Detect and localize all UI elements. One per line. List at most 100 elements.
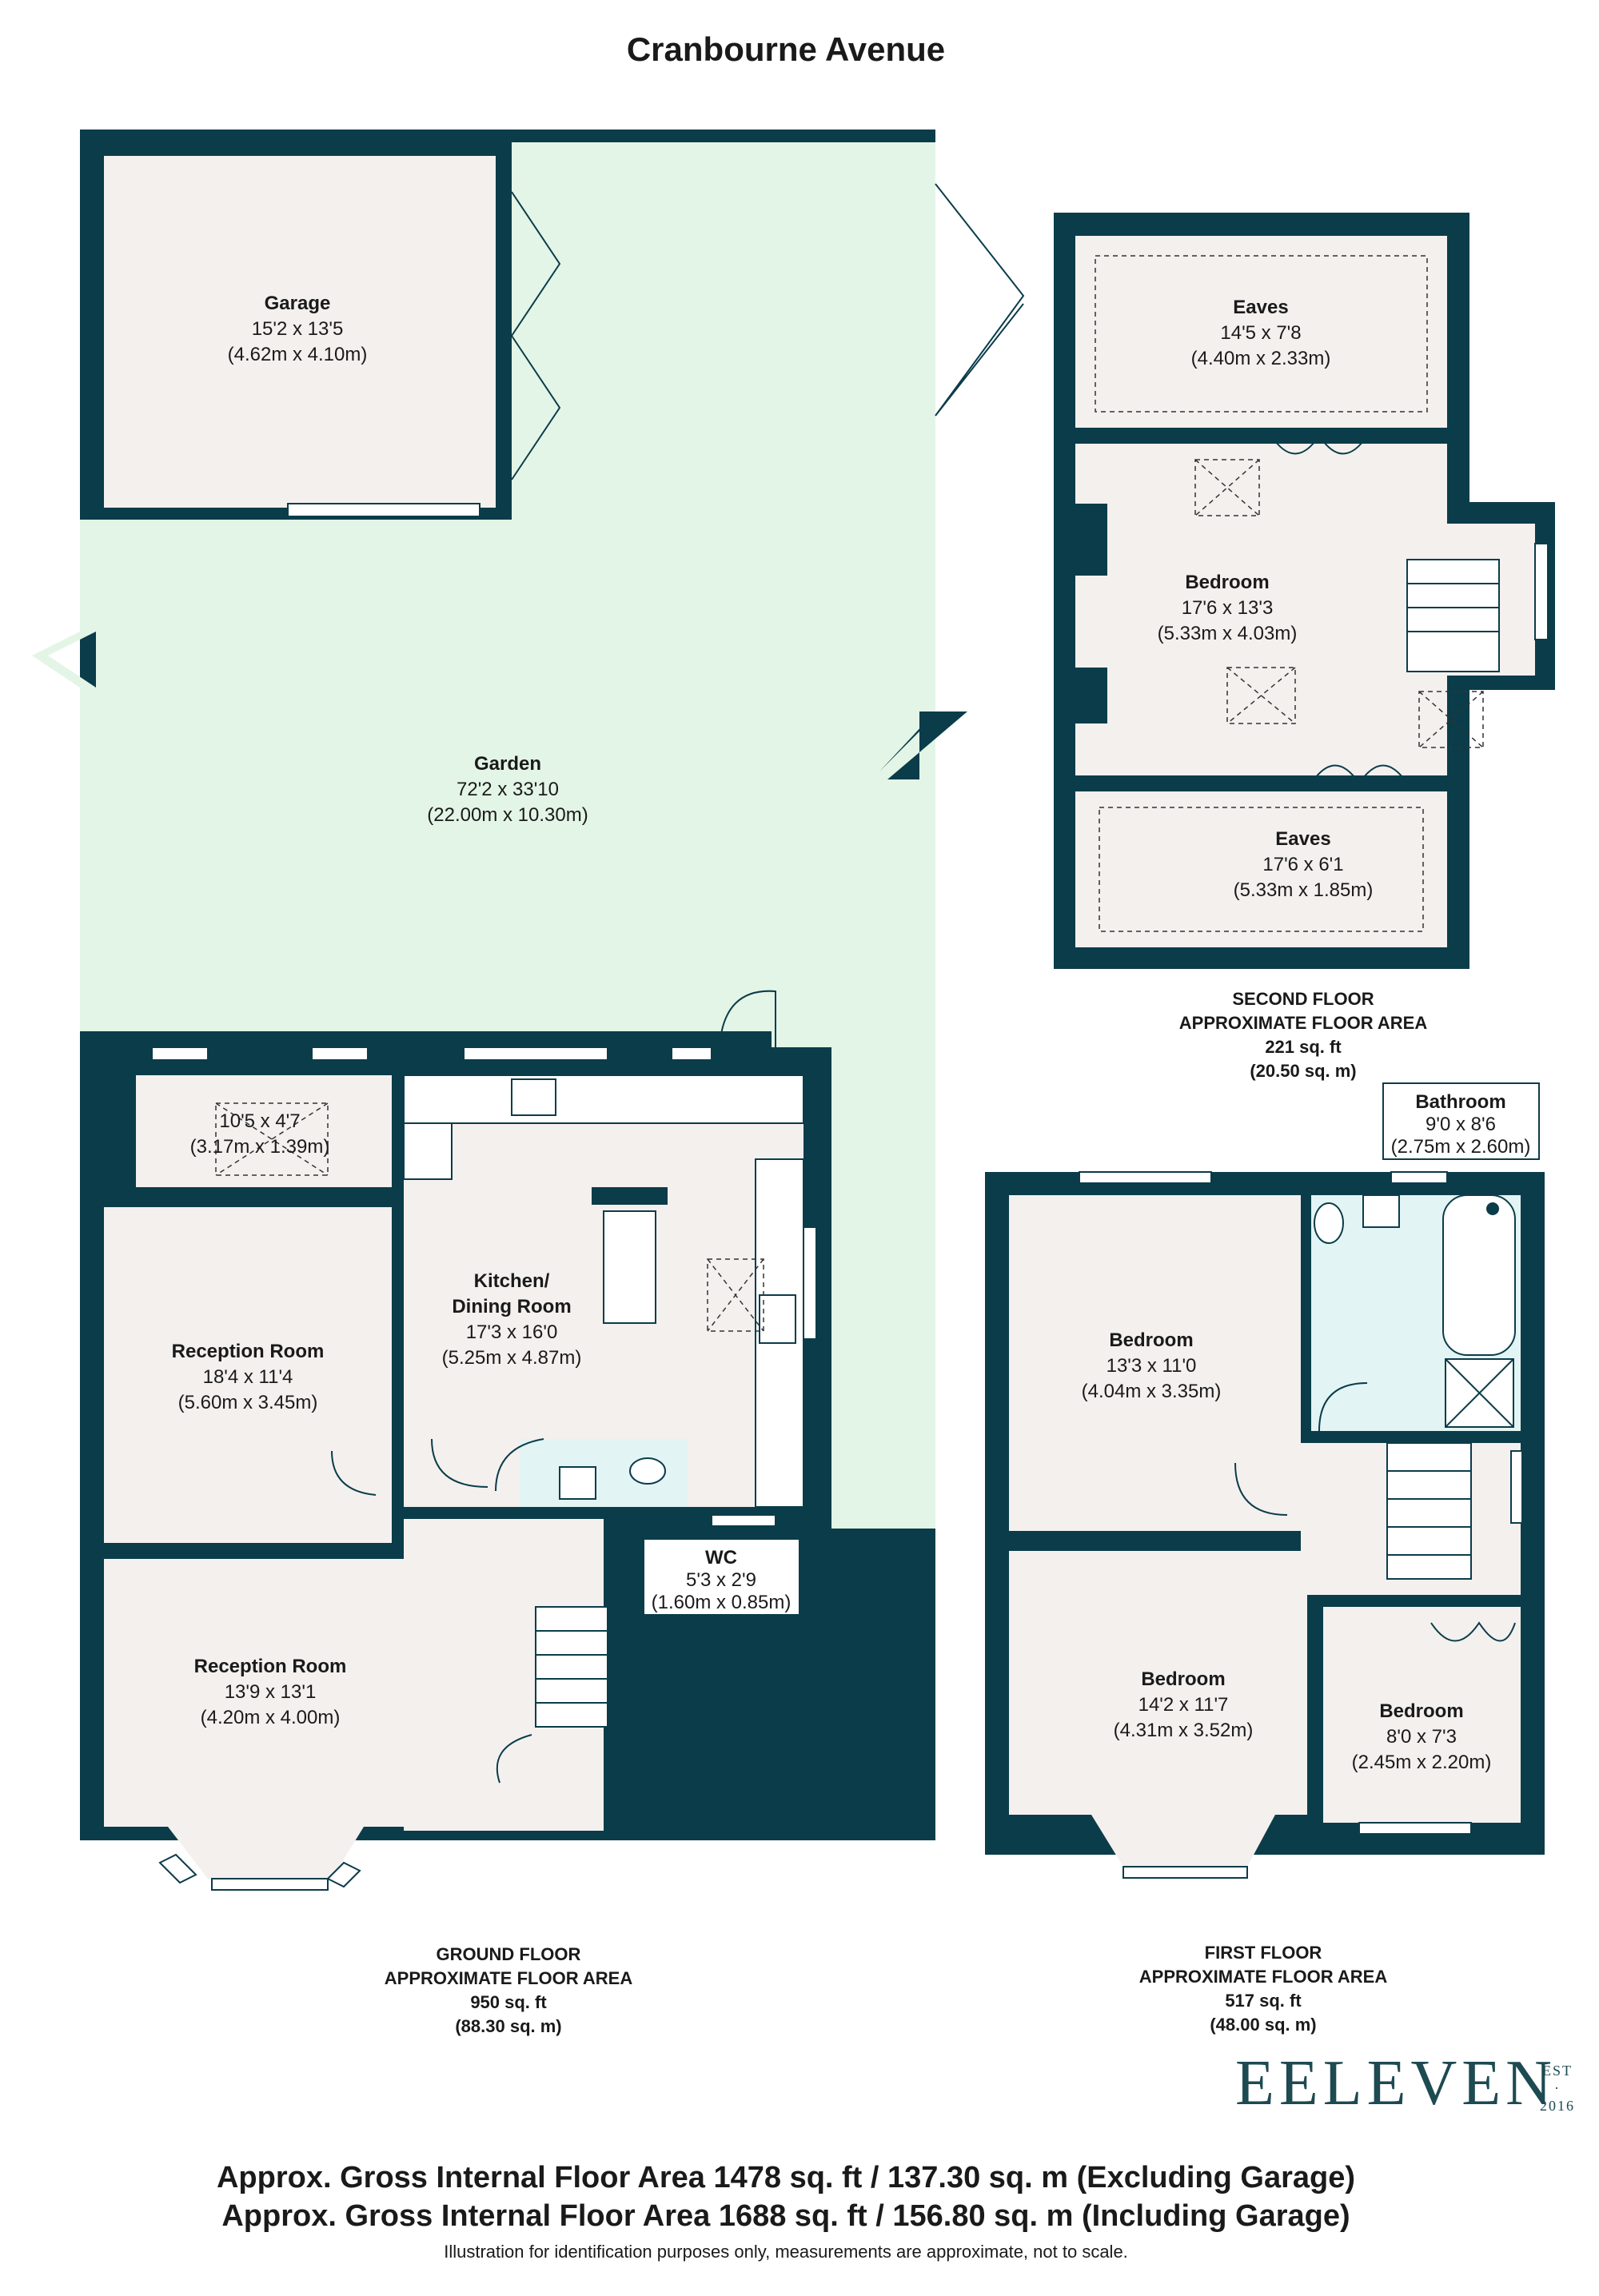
svg-text:(2.45m x 2.20m): (2.45m x 2.20m) <box>1352 1752 1492 1773</box>
svg-text:(22.00m x 10.30m): (22.00m x 10.30m) <box>427 804 588 826</box>
svg-text:17'3 x 16'0: 17'3 x 16'0 <box>466 1321 558 1343</box>
brand-logo: EELEVEN EST · 2016 <box>1235 2048 1573 2119</box>
brand-est: EST <box>1542 2063 1573 2079</box>
conservatory-window-left <box>151 1046 209 1061</box>
ground-floor: Garage 15'2 x 13'5 (4.62m x 4.10m) Garde… <box>32 130 1025 2036</box>
svg-text:(48.00 sq. m): (48.00 sq. m) <box>1210 2015 1316 2035</box>
bathroom-label: Bathroom 9'0 x 8'6 (2.75m x 2.60m) <box>1391 1091 1531 1158</box>
bathroom-toilet-icon <box>1314 1202 1344 1244</box>
landing-window <box>1510 1450 1523 1524</box>
svg-text:14'2 x 11'7: 14'2 x 11'7 <box>1138 1694 1229 1716</box>
wc-basin-icon <box>559 1466 596 1500</box>
brand-dot: · <box>1554 2080 1561 2096</box>
conservatory-window-right <box>311 1046 369 1061</box>
svg-text:(4.40m x 2.33m): (4.40m x 2.33m) <box>1191 348 1331 369</box>
chimney-breast <box>592 1187 668 1205</box>
conservatory-skylight <box>215 1102 329 1176</box>
svg-text:9'0 x 8'6: 9'0 x 8'6 <box>1426 1114 1496 1135</box>
bathroom-door[interactable] <box>1318 1382 1368 1432</box>
wc-door[interactable] <box>495 1438 544 1492</box>
garden-left-edge <box>32 520 96 1031</box>
svg-text:10'5 x 4'7: 10'5 x 4'7 <box>219 1110 300 1132</box>
kitchen-worktop-top <box>403 1074 804 1124</box>
svg-text:517 sq. ft: 517 sq. ft <box>1225 1991 1302 2011</box>
svg-text:Reception Room: Reception Room <box>172 1341 325 1362</box>
svg-text:17'6 x 13'3: 17'6 x 13'3 <box>1182 597 1274 619</box>
svg-text:Reception Room: Reception Room <box>194 1656 347 1677</box>
svg-text:Bathroom: Bathroom <box>1415 1091 1505 1113</box>
bedroom-front-floor <box>1009 1551 1307 1867</box>
svg-text:(2.75m x 2.60m): (2.75m x 2.60m) <box>1391 1136 1531 1158</box>
bedroom-small-wardrobe[interactable] <box>1430 1621 1516 1642</box>
svg-text:Bedroom: Bedroom <box>1141 1668 1225 1690</box>
bedroom-rear-label: Bedroom 13'3 x 11'0 (4.04m x 3.35m) <box>1082 1329 1222 1402</box>
svg-text:(88.30 sq. m): (88.30 sq. m) <box>455 2016 561 2036</box>
svg-text:(5.33m x 4.03m): (5.33m x 4.03m) <box>1158 623 1298 644</box>
first-floor-staircase <box>1386 1442 1472 1580</box>
garage-doors[interactable] <box>511 191 561 480</box>
svg-text:Bedroom: Bedroom <box>1185 572 1269 593</box>
svg-text:Eaves: Eaves <box>1275 828 1330 850</box>
second-bedroom-label: Bedroom 17'6 x 13'3 (5.33m x 4.03m) <box>1158 572 1298 644</box>
eaves-bottom-floor <box>1075 791 1447 947</box>
front-door[interactable] <box>496 1734 532 1784</box>
garden-right-edge <box>887 712 967 779</box>
svg-text:Dining Room: Dining Room <box>452 1296 571 1317</box>
kitchen-hall-door[interactable] <box>431 1438 488 1488</box>
svg-text:(1.60m x 0.85m): (1.60m x 0.85m) <box>652 1592 792 1613</box>
kitchen-side-window <box>803 1226 817 1340</box>
reception-rear-floor <box>104 1207 392 1543</box>
bay-window-left <box>158 1853 197 1884</box>
second-floor-area-label: SECOND FLOOR APPROXIMATE FLOOR AREA 221 … <box>1179 989 1428 1081</box>
bedroom-rear-floor <box>1009 1195 1301 1531</box>
svg-text:WC: WC <box>705 1547 737 1569</box>
sink-icon <box>511 1078 556 1116</box>
svg-text:72'2 x 33'10: 72'2 x 33'10 <box>457 779 559 800</box>
svg-text:5'3 x 2'9: 5'3 x 2'9 <box>686 1569 756 1591</box>
svg-text:Bedroom: Bedroom <box>1379 1700 1463 1722</box>
svg-text:8'0 x 7'3: 8'0 x 7'3 <box>1386 1726 1457 1748</box>
garden-gate[interactable] <box>935 183 1025 417</box>
svg-text:(3.17m x 1.39m): (3.17m x 1.39m) <box>190 1136 330 1158</box>
eaves-bottom-doors[interactable] <box>1310 764 1408 785</box>
hob-icon <box>759 1294 796 1344</box>
skylight-1 <box>1194 459 1260 516</box>
kitchen-skylight <box>707 1258 764 1332</box>
garage-window <box>287 503 480 517</box>
svg-text:13'9 x 13'1: 13'9 x 13'1 <box>225 1681 317 1703</box>
kitchen-window-small <box>671 1046 712 1061</box>
svg-text:Kitchen/: Kitchen/ <box>474 1270 550 1292</box>
kitchen-garden-door[interactable] <box>719 990 776 1048</box>
svg-text:SECOND FLOOR: SECOND FLOOR <box>1232 989 1374 1009</box>
wc-window <box>711 1514 776 1527</box>
conservatory-french-doors[interactable] <box>211 1034 313 1055</box>
svg-text:(5.33m x 1.85m): (5.33m x 1.85m) <box>1234 879 1374 901</box>
wc-label: WC 5'3 x 2'9 (1.60m x 0.85m) <box>652 1547 792 1613</box>
total-area-excluding: Approx. Gross Internal Floor Area 1478 s… <box>217 2161 1355 2194</box>
bedroom-small-floor <box>1323 1607 1521 1823</box>
bedroom-front-label: Bedroom 14'2 x 11'7 (4.31m x 3.52m) <box>1114 1668 1254 1741</box>
bedroom-rear-door[interactable] <box>1234 1462 1288 1516</box>
wc-label-box <box>643 1538 800 1616</box>
garage-label: Garage 15'2 x 13'5 (4.62m x 4.10m) <box>228 293 368 365</box>
svg-text:APPROXIMATE FLOOR AREA: APPROXIMATE FLOOR AREA <box>1179 1013 1428 1033</box>
wardrobe-1 <box>1009 1447 1041 1519</box>
bay-window-right <box>326 1861 361 1888</box>
svg-text:(4.31m x 3.52m): (4.31m x 3.52m) <box>1114 1720 1254 1741</box>
bathtub-icon <box>1442 1194 1516 1356</box>
svg-text:(4.20m x 4.00m): (4.20m x 4.00m) <box>201 1707 341 1728</box>
bedroom-front-bay-window <box>1122 1866 1248 1879</box>
bathroom-label-box <box>1382 1082 1540 1160</box>
reception-rear-label: Reception Room 18'4 x 11'4 (5.60m x 3.45… <box>172 1341 325 1413</box>
eaves-bottom-label: Eaves 17'6 x 6'1 (5.33m x 1.85m) <box>1234 828 1374 901</box>
eaves-top-doors[interactable] <box>1270 434 1368 455</box>
svg-text:14'5 x 7'8: 14'5 x 7'8 <box>1220 322 1301 344</box>
svg-text:(5.25m x 4.87m): (5.25m x 4.87m) <box>442 1347 582 1369</box>
bedroom-rear-window <box>1079 1171 1212 1184</box>
bedroom-small-window <box>1358 1822 1472 1835</box>
bay-window-front <box>211 1878 329 1891</box>
brand-name: EELEVEN <box>1235 2048 1557 2119</box>
garden-area <box>96 142 935 1529</box>
svg-text:(4.04m x 3.35m): (4.04m x 3.35m) <box>1082 1381 1222 1402</box>
reception-rear-door[interactable] <box>331 1450 377 1496</box>
